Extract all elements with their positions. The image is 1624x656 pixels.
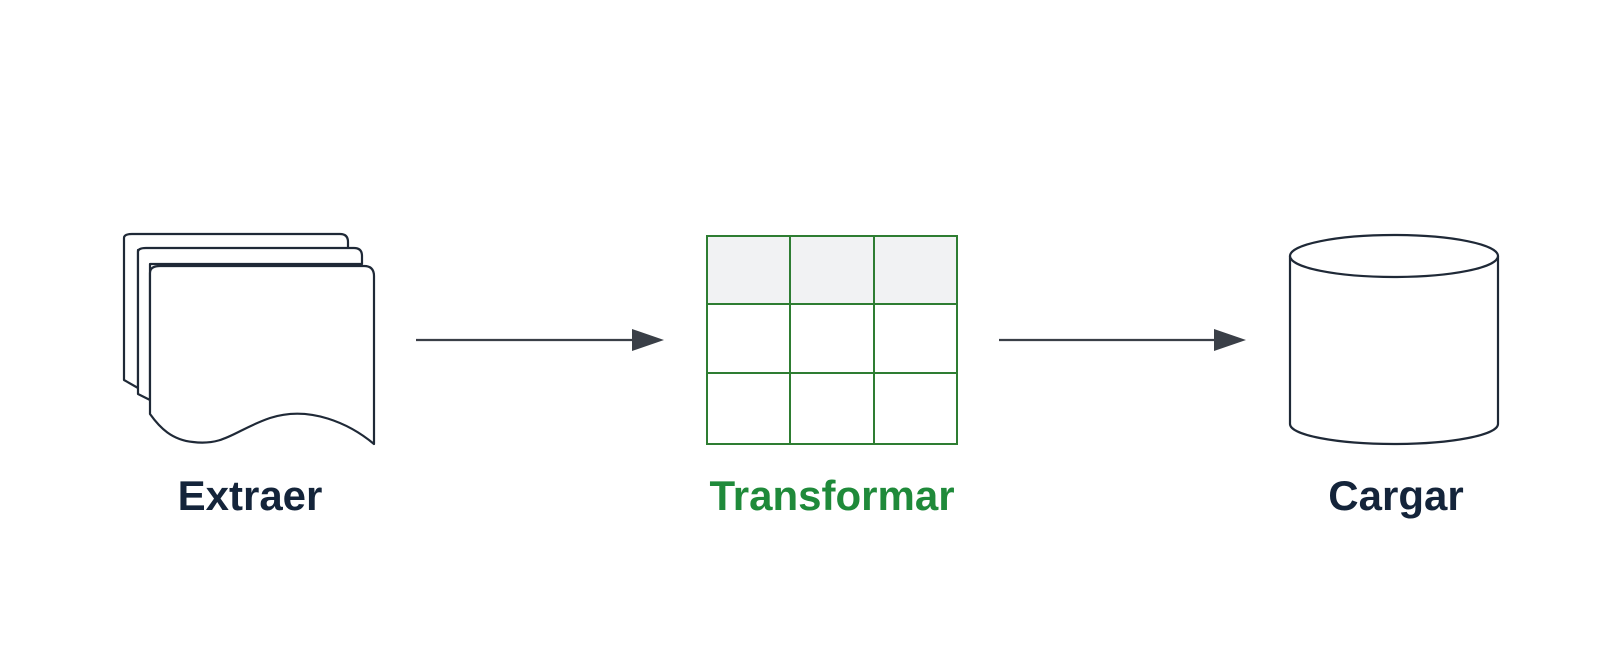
arrow-extract-to-transform [416,329,664,351]
database-cylinder-icon [1288,233,1500,446]
stage-label-extract: Extraer [177,472,323,519]
stage-label-load: Cargar [1328,472,1464,519]
table-grid-icon [706,235,958,445]
stage-label-transform: Transformar [709,472,955,519]
stacked-documents-icon [122,232,376,446]
arrow-transform-to-load [999,329,1246,351]
